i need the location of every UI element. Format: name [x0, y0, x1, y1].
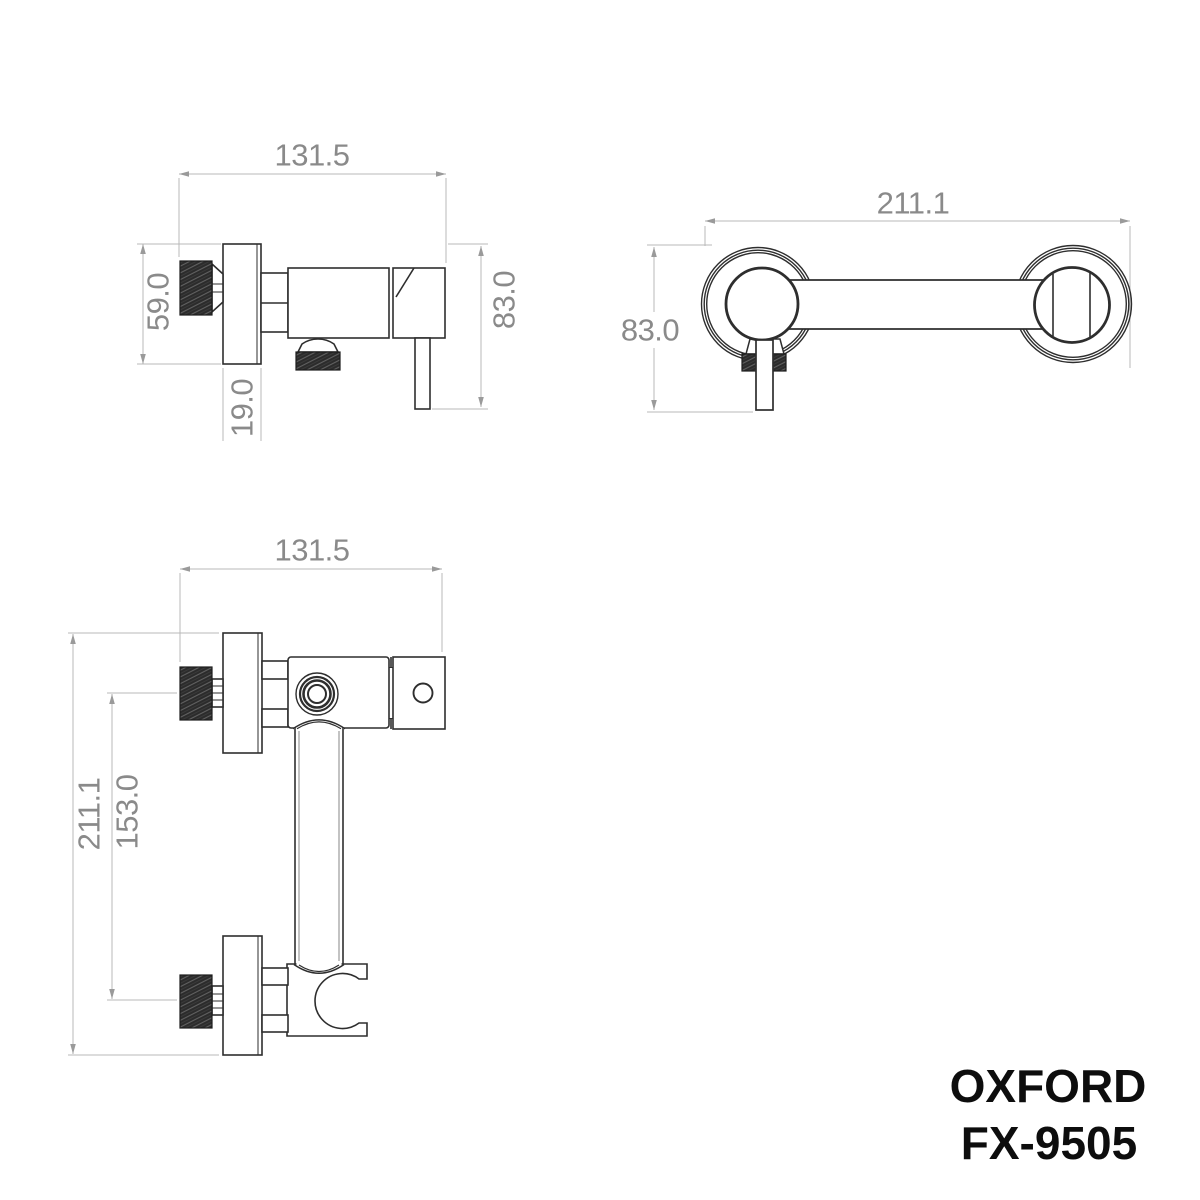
- dim-side-height: 83.0: [486, 270, 522, 330]
- front-slide-column: [294, 729, 344, 964]
- front-handle-hole: [412, 682, 434, 704]
- model-number: FX-9505: [960, 1117, 1138, 1169]
- top-view-drawing: [647, 218, 1133, 413]
- side-inlet-knurled-nut: [179, 260, 213, 316]
- top-left-hub: [724, 266, 800, 342]
- front-top-escutcheon: [222, 632, 263, 754]
- side-handle-base: [392, 267, 446, 339]
- dim-top-width: 211.1: [876, 185, 950, 221]
- front-handle-base: [392, 656, 446, 730]
- dim-side-plate-height: 59.0: [140, 272, 176, 332]
- side-outlet-cap: [296, 338, 340, 353]
- top-handle-lever: [755, 339, 774, 411]
- dim-front-height: 211.1: [71, 777, 107, 851]
- top-view-dim-arrows: [651, 218, 1130, 410]
- front-view-dim-arrows: [70, 566, 442, 1054]
- front-cartridge-screw: [295, 672, 339, 716]
- side-escutcheon-plate: [222, 243, 262, 365]
- front-bottom-escutcheon: [222, 935, 263, 1056]
- side-view-drawing: [137, 171, 488, 441]
- brand-name: OXFORD: [949, 1060, 1147, 1112]
- side-outlet-knurled-nut: [295, 351, 341, 371]
- dim-front-spacing: 153.0: [109, 774, 145, 850]
- top-right-hub: [1033, 266, 1111, 344]
- side-valve-body: [287, 267, 390, 339]
- side-view-dim-arrows: [140, 171, 484, 407]
- front-bottom-knurled-nut: [179, 974, 213, 1029]
- front-top-knurled-nut: [179, 666, 213, 721]
- dim-side-plate-depth: 19.0: [224, 378, 260, 438]
- dim-front-width: 131.5: [274, 532, 350, 568]
- dim-top-height: 83.0: [620, 312, 680, 348]
- front-view-drawing: [68, 566, 446, 1056]
- front-handset-holder: [286, 963, 368, 1037]
- side-handle-lever: [414, 337, 431, 410]
- top-body-bar: [762, 280, 1072, 329]
- dim-side-width: 131.5: [274, 137, 350, 173]
